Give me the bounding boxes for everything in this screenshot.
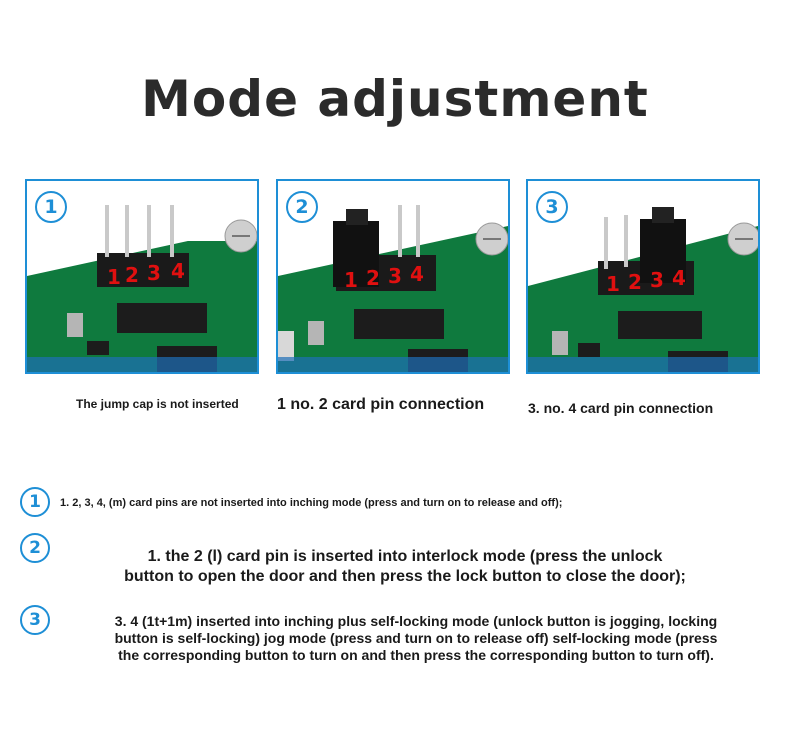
- panel-caption-2: 1 no. 2 card pin connection: [277, 396, 485, 413]
- panel-caption-1: The jump cap is not inserted: [76, 397, 239, 411]
- note-2-line-2: button to open the door and then press t…: [124, 568, 686, 585]
- jumper-panel-1: 1 1 2 3 4: [25, 179, 259, 374]
- panel-number-badge: 2: [286, 191, 318, 223]
- panel-number-badge: 3: [536, 191, 568, 223]
- jumper-panel-2: 2 1 2 3 4: [276, 179, 510, 374]
- note-3-line-2: button is self-locking) jog mode (press …: [114, 630, 718, 646]
- panel-number-badge: 1: [35, 191, 67, 223]
- note-3-line-1: 3. 4 (1t+1m) inserted into inching plus …: [114, 613, 718, 629]
- panel-caption-3: 3. no. 4 card pin connection: [528, 400, 714, 416]
- page-title: Mode adjustment: [141, 70, 649, 128]
- note-1-line-1: 1. 2, 3, 4, (m) card pins are not insert…: [60, 497, 563, 509]
- pcb-photo-1: [27, 181, 257, 372]
- note-number-badge: 2: [20, 533, 50, 563]
- note-3-line-3: the corresponding button to turn on and …: [118, 647, 714, 663]
- note-2-line-1: 1. the 2 (l) card pin is inserted into i…: [147, 548, 663, 565]
- jumper-panel-3: 3 1 2 3 4: [526, 179, 760, 374]
- note-number-badge: 1: [20, 487, 50, 517]
- pcb-photo-3: [528, 181, 758, 372]
- note-number-badge: 3: [20, 605, 50, 635]
